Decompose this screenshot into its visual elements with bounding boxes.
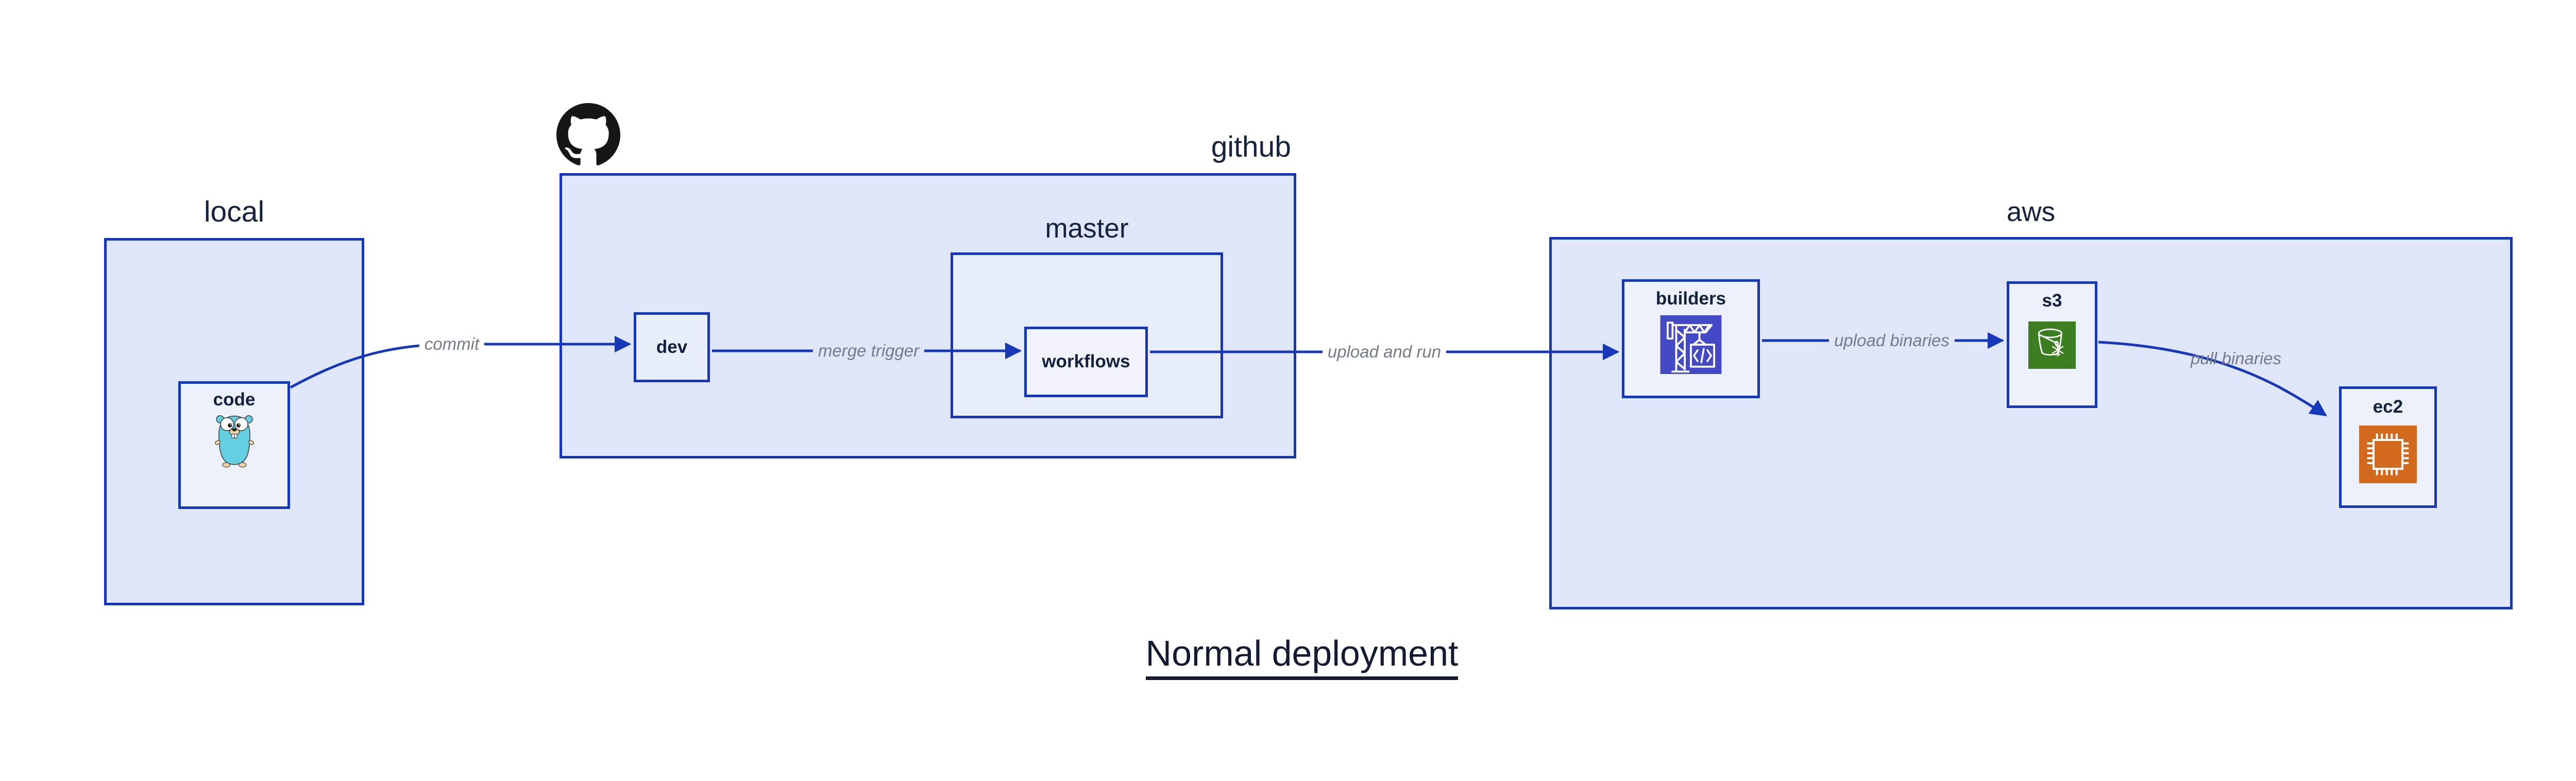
local-label: local bbox=[204, 195, 265, 228]
ec2-label: ec2 bbox=[2372, 397, 2403, 417]
dev-label: dev bbox=[656, 336, 688, 357]
upload-and-run-edge-label: upload and run bbox=[1322, 342, 1447, 362]
workflows-node: workflows bbox=[1024, 327, 1148, 397]
code-node: code bbox=[178, 381, 290, 509]
aws-codebuild-crane-icon bbox=[1660, 315, 1722, 374]
aws-label: aws bbox=[2006, 197, 2056, 227]
s3-label: s3 bbox=[2042, 291, 2062, 311]
aws-ec2-chip-icon bbox=[2359, 425, 2417, 483]
github-label: github bbox=[1211, 130, 1291, 163]
diagram-title: Normal deployment bbox=[0, 633, 2576, 680]
builders-node: builders bbox=[1622, 279, 1760, 398]
go-gopher-icon bbox=[214, 415, 254, 467]
master-label: master bbox=[1045, 213, 1129, 244]
dev-node: dev bbox=[634, 312, 710, 382]
pull-binaries-edge-label: pull binaries bbox=[2190, 349, 2282, 368]
merge-trigger-edge-label: merge trigger bbox=[812, 341, 925, 361]
aws-s3-bucket-icon bbox=[2028, 321, 2076, 369]
upload-binaries-edge-label: upload binaries bbox=[1829, 330, 1955, 351]
commit-edge-label: commit bbox=[419, 334, 485, 354]
workflows-label: workflows bbox=[1042, 351, 1130, 372]
ec2-node: ec2 bbox=[2339, 386, 2437, 508]
code-label: code bbox=[213, 389, 256, 410]
s3-node: s3 bbox=[2007, 281, 2097, 408]
builders-label: builders bbox=[1655, 288, 1726, 309]
diagram-title-text: Normal deployment bbox=[1145, 633, 1459, 680]
github-octocat-logo bbox=[556, 103, 620, 167]
